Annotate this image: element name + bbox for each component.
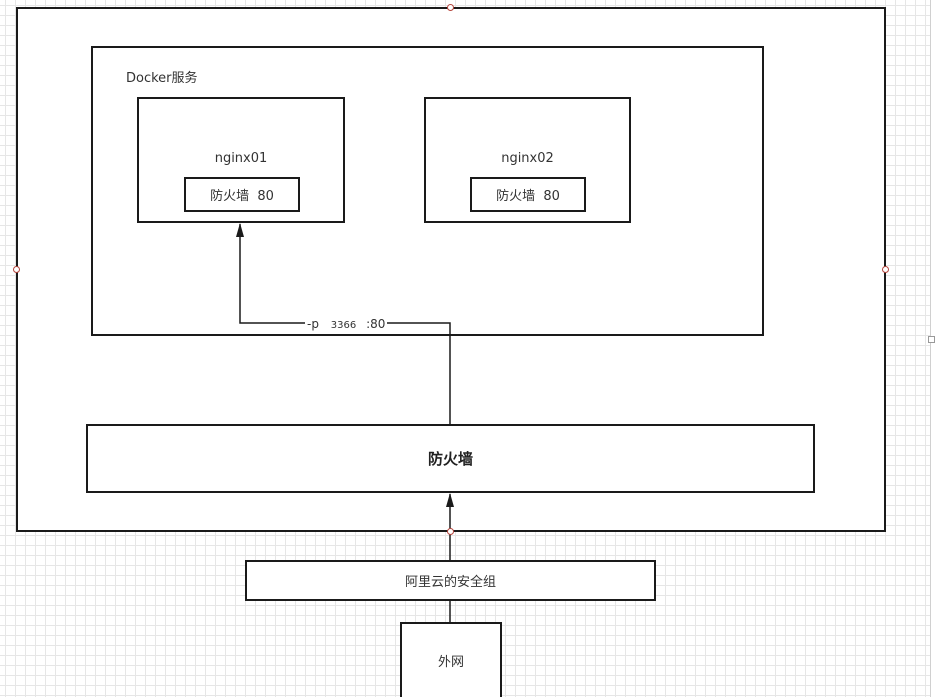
nginx01-firewall-label: 防火墙 80 xyxy=(210,189,274,204)
port-mapping-prefix: -p xyxy=(307,317,319,331)
page-edge-handle[interactable] xyxy=(928,336,935,343)
host-firewall-arrowhead xyxy=(446,493,454,507)
port-mapping-label: -p 3366 :80 xyxy=(305,317,388,331)
resize-handle-right[interactable] xyxy=(882,266,889,273)
nginx02-firewall[interactable]: 防火墙 80 xyxy=(470,177,586,212)
nginx01-firewall[interactable]: 防火墙 80 xyxy=(184,177,300,212)
security-group[interactable]: 阿里云的安全组 xyxy=(245,560,656,601)
canvas-edge xyxy=(930,0,941,697)
internet-label: 外网 xyxy=(437,655,464,670)
docker-service-label: Docker服务 xyxy=(126,71,198,86)
port-mapping-container-port: :80 xyxy=(366,317,386,331)
resize-handle-left[interactable] xyxy=(13,266,20,273)
port-mapping-host-port: 3366 xyxy=(330,320,357,331)
host-firewall-label: 防火墙 xyxy=(427,450,473,468)
internet-node[interactable]: 外网 xyxy=(400,622,502,697)
resize-handle-bottom[interactable] xyxy=(447,528,454,535)
nginx02-firewall-label: 防火墙 80 xyxy=(496,189,560,204)
resize-handle-top[interactable] xyxy=(447,4,454,11)
nginx01-arrowhead xyxy=(236,223,244,237)
nginx02-label: nginx02 xyxy=(501,151,554,166)
security-group-label: 阿里云的安全组 xyxy=(404,575,496,590)
nginx01-label: nginx01 xyxy=(214,151,268,166)
host-firewall[interactable]: 防火墙 xyxy=(86,424,815,493)
